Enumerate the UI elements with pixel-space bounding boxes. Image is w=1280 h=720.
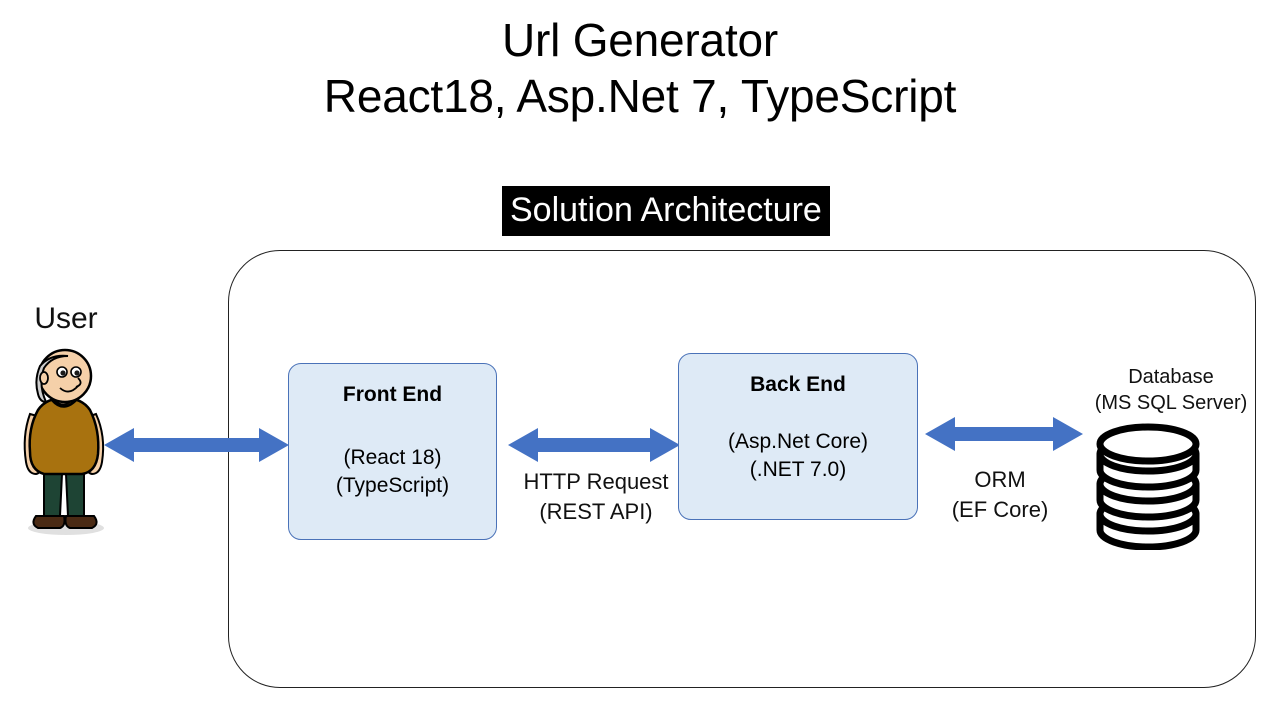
component-box-backend[interactable]: Back End (Asp.Net Core) (.NET 7.0): [678, 353, 918, 520]
frontend-title: Front End: [342, 383, 443, 406]
frontend-tech-1: (React 18): [343, 446, 442, 470]
orm-label-line-2: (EF Core): [951, 496, 1049, 522]
orm-label-line-1: ORM: [974, 467, 1026, 492]
page-title: Url Generator React18, Asp.Net 7, TypeSc…: [0, 12, 1280, 124]
title-line-1: Url Generator: [501, 14, 779, 66]
backend-title: Back End: [750, 373, 846, 396]
database-caption: Database (MS SQL Server): [1060, 364, 1280, 417]
backend-tech-2: (.NET 7.0): [749, 457, 847, 481]
edge-label-orm: ORM (EF Core): [930, 465, 1070, 524]
http-label-line-2: (REST API): [539, 498, 653, 524]
system-boundary: [228, 250, 1256, 688]
double-arrow-icon-user-frontend: [104, 426, 289, 469]
frontend-tech-2: (TypeScript): [335, 473, 450, 497]
backend-tech-1: (Asp.Net Core): [727, 430, 869, 454]
backend-details: (Asp.Net Core) (.NET 7.0): [728, 428, 868, 483]
person-avatar-icon: [8, 348, 118, 543]
actor-label-user: User: [34, 302, 98, 335]
double-arrow-icon-frontend-backend: [508, 426, 680, 469]
database-caption-line-1: Database: [1128, 366, 1214, 388]
title-line-2: React18, Asp.Net 7, TypeScript: [323, 70, 957, 123]
frontend-details: (React 18) (TypeScript): [336, 444, 449, 499]
database-cylinder-icon: [1090, 418, 1206, 555]
component-box-frontend[interactable]: Front End (React 18) (TypeScript): [288, 363, 497, 540]
double-arrow-icon-backend-database: [925, 415, 1083, 458]
database-caption-line-2: (MS SQL Server): [1094, 392, 1248, 415]
http-label-line-1: HTTP Request: [523, 469, 669, 494]
edge-label-http-request: HTTP Request (REST API): [503, 467, 689, 526]
section-banner: Solution Architecture: [502, 186, 830, 236]
